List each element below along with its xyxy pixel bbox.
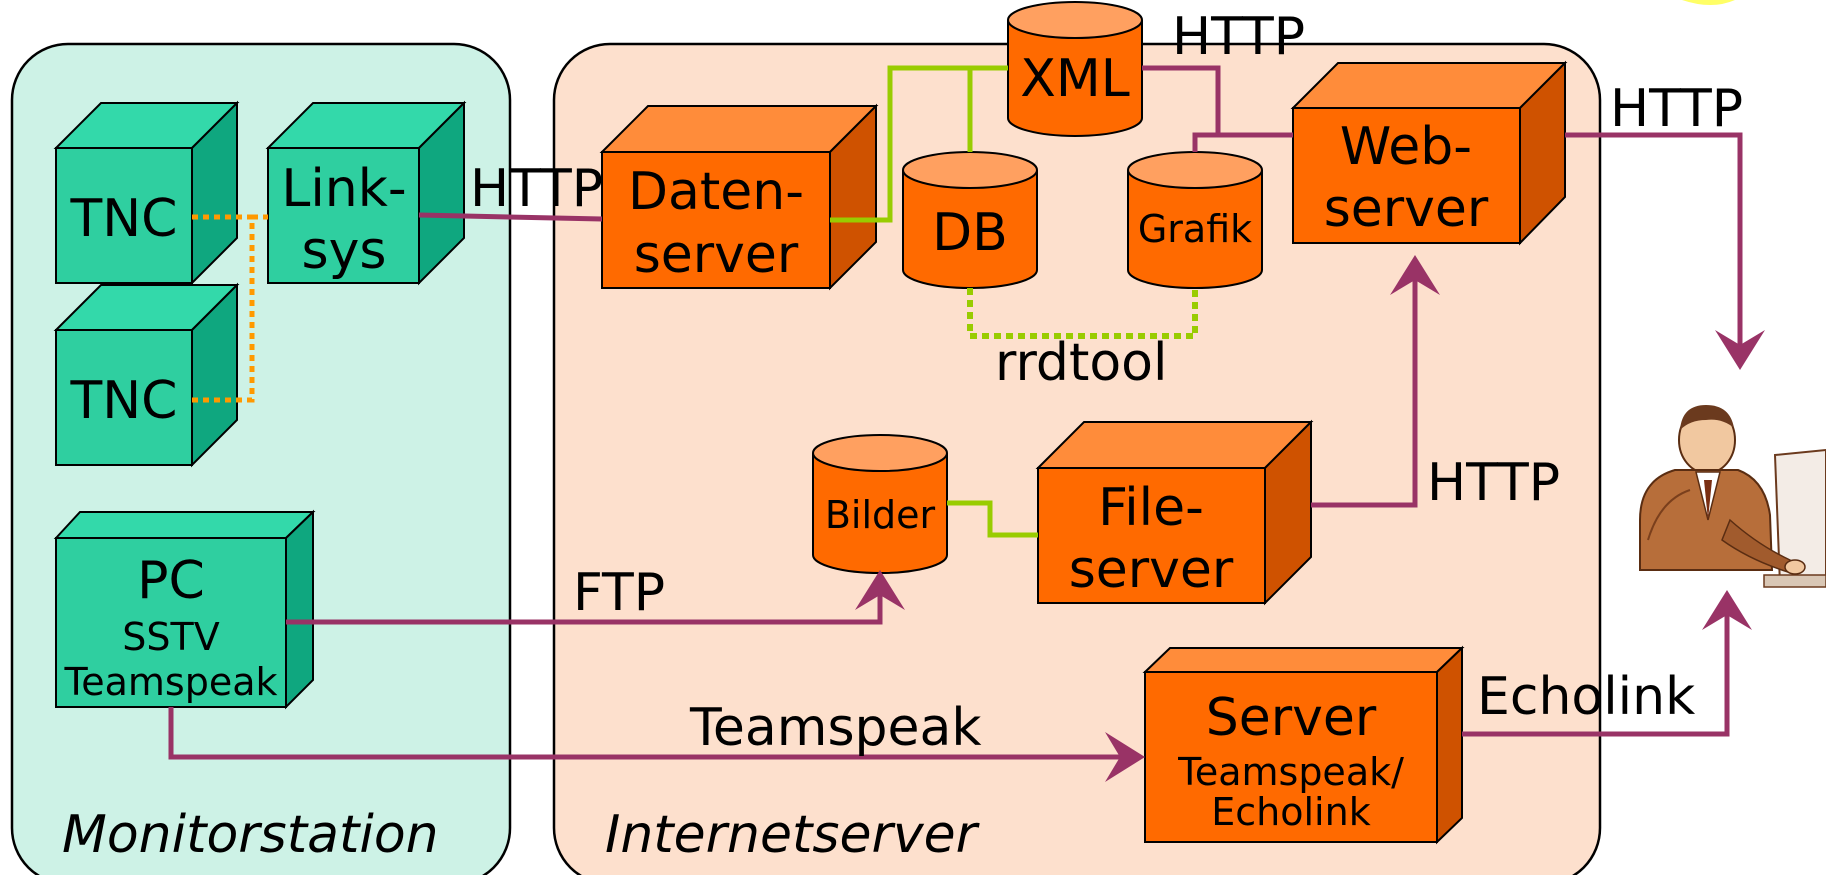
- linksys-label-line2: sys: [302, 221, 387, 281]
- teamspeak-label: Teamspeak: [689, 698, 982, 758]
- grafik-database-cylinder: Grafik: [1127, 151, 1263, 289]
- xml-label: XML: [1020, 49, 1129, 109]
- datenserver-label-line1: Daten-: [628, 162, 804, 222]
- bilder-label: Bilder: [825, 493, 936, 537]
- internetserver-label: Internetserver: [605, 805, 981, 865]
- tnc-label-2: TNC: [70, 371, 178, 431]
- teamspeak-echolink-server-box: Server Teamspeak/ Echolink: [1142, 645, 1465, 845]
- pc-label-line1: PC: [137, 551, 205, 611]
- linksys-label-line1: Link-: [281, 159, 406, 219]
- webserver-user-arrow: [1565, 132, 1765, 370]
- ftp-label: FTP: [573, 563, 665, 623]
- pc-label-line2: SSTV: [122, 615, 219, 659]
- datenserver-xml-link: [830, 65, 1008, 223]
- http-linksys-label: HTTP: [470, 159, 603, 219]
- fileserver-label-line2: server: [1069, 540, 1234, 600]
- fileserver-label-line1: File-: [1098, 478, 1204, 538]
- rrdtool-label: rrdtool: [995, 333, 1167, 393]
- yellow-corner-shape: [1682, 0, 1735, 5]
- xml-database-cylinder: XML: [1007, 1, 1143, 137]
- db-label: DB: [932, 203, 1008, 263]
- tnc-label-1: TNC: [70, 189, 178, 249]
- db-database-cylinder: DB: [902, 151, 1038, 289]
- fileserver-box: File- server: [1035, 419, 1314, 606]
- tnc-box-2: TNC: [53, 282, 240, 468]
- server-label-line3: Echolink: [1211, 790, 1370, 834]
- fileserver-webserver-arrow: [1311, 255, 1440, 508]
- pc-label-line3: Teamspeak: [63, 660, 277, 704]
- webserver-label-line2: server: [1324, 179, 1489, 239]
- server-user-echolink-arrow: [1462, 590, 1752, 737]
- pc-bilder-ftp-arrow: [286, 570, 905, 625]
- http-xml-label: HTTP: [1172, 7, 1305, 67]
- grafik-label: Grafik: [1138, 207, 1252, 251]
- user-at-computer-icon: [1639, 405, 1826, 588]
- grafik-webserver-link: [1192, 132, 1218, 152]
- pc-server-teamspeak-arrow: [168, 707, 1145, 782]
- echolink-label: Echolink: [1477, 667, 1695, 727]
- xml-webserver-link: [1142, 65, 1293, 138]
- pc-box: PC SSTV Teamspeak: [53, 509, 316, 710]
- datenserver-box: Daten- server: [599, 103, 879, 291]
- bilder-database-cylinder: Bilder: [812, 434, 948, 574]
- http-webserver-label: HTTP: [1610, 79, 1743, 139]
- linksys-box: Link- sys: [265, 100, 467, 286]
- server-label-line2: Teamspeak/: [1177, 750, 1404, 794]
- monitorstation-label: Monitorstation: [62, 805, 439, 865]
- webserver-label-line1: Web-: [1340, 117, 1472, 177]
- webserver-box: Web- server: [1290, 60, 1568, 246]
- datenserver-label-line2: server: [634, 225, 799, 285]
- linksys-datenserver-link: [418, 212, 603, 222]
- server-label-line1: Server: [1206, 688, 1377, 748]
- tnc-box-1: TNC: [53, 100, 240, 286]
- http-fileserver-label: HTTP: [1427, 453, 1560, 513]
- bilder-fileserver-link: [947, 500, 1038, 538]
- rrdtool-dotted-link: [967, 288, 1198, 339]
